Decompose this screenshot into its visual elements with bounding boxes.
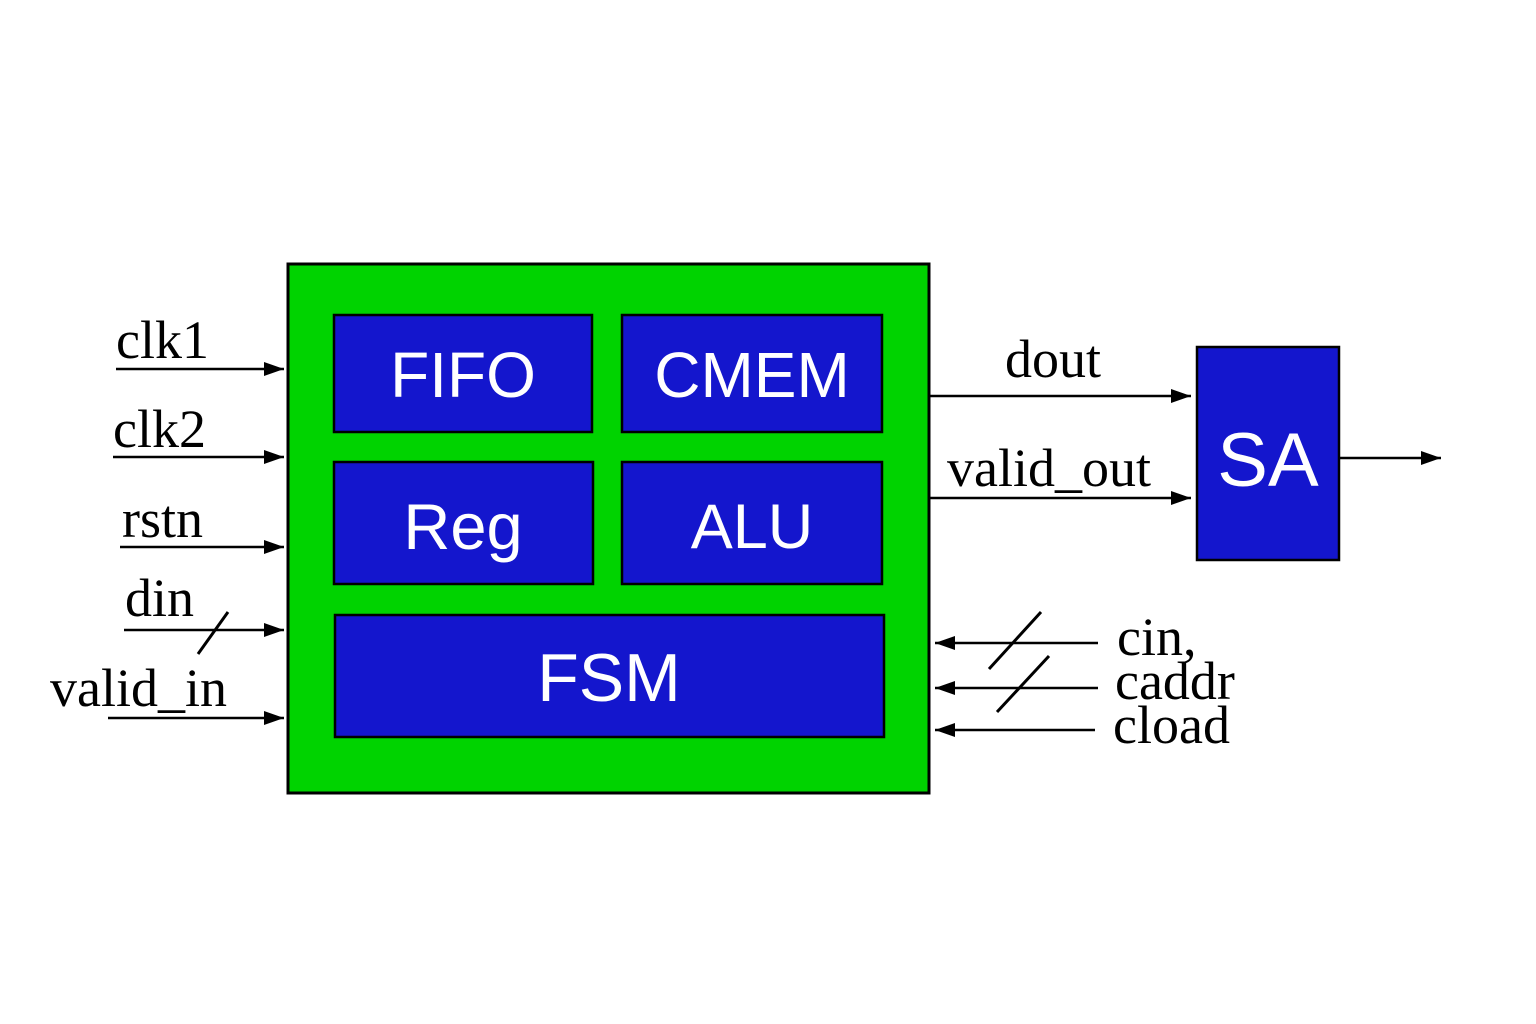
fifo-block (332, 313, 594, 434)
cmem-block (620, 313, 884, 434)
cin-label: cin, (1117, 607, 1196, 667)
alu-label: ALU (691, 492, 814, 562)
right-inputs: cin, caddr cload (935, 607, 1235, 755)
fifo-label: FIFO (390, 339, 536, 411)
sa-label: SA (1217, 418, 1319, 503)
reg-label: Reg (403, 490, 522, 563)
left-inputs: clk1 clk2 rstn din valid_in (50, 310, 284, 725)
fsm-block (333, 613, 886, 739)
alu-block (620, 460, 884, 586)
clk1-label: clk1 (116, 310, 209, 370)
valid-in-label: valid_in (50, 658, 227, 718)
din-label: din (125, 568, 194, 628)
chip-to-sa-outputs: dout valid_out (930, 329, 1191, 505)
din-bus-slash (196, 611, 230, 655)
sa-block (1195, 345, 1341, 562)
chip-container: FIFO CMEM Reg ALU FSM (286, 262, 931, 795)
reg-block (332, 460, 595, 586)
clk2-label: clk2 (113, 399, 206, 459)
cload-label: cload (1113, 695, 1230, 755)
dout-label: dout (1005, 329, 1101, 389)
valid-out-label: valid_out (947, 438, 1151, 498)
caddr-label: caddr (1115, 651, 1235, 711)
rstn-label: rstn (122, 489, 203, 549)
sa-container: SA (1195, 345, 1441, 562)
fsm-label: FSM (537, 640, 681, 716)
cin-bus-slash (987, 610, 1043, 671)
cmem-label: CMEM (654, 339, 850, 411)
caddr-bus-slash (995, 654, 1051, 714)
